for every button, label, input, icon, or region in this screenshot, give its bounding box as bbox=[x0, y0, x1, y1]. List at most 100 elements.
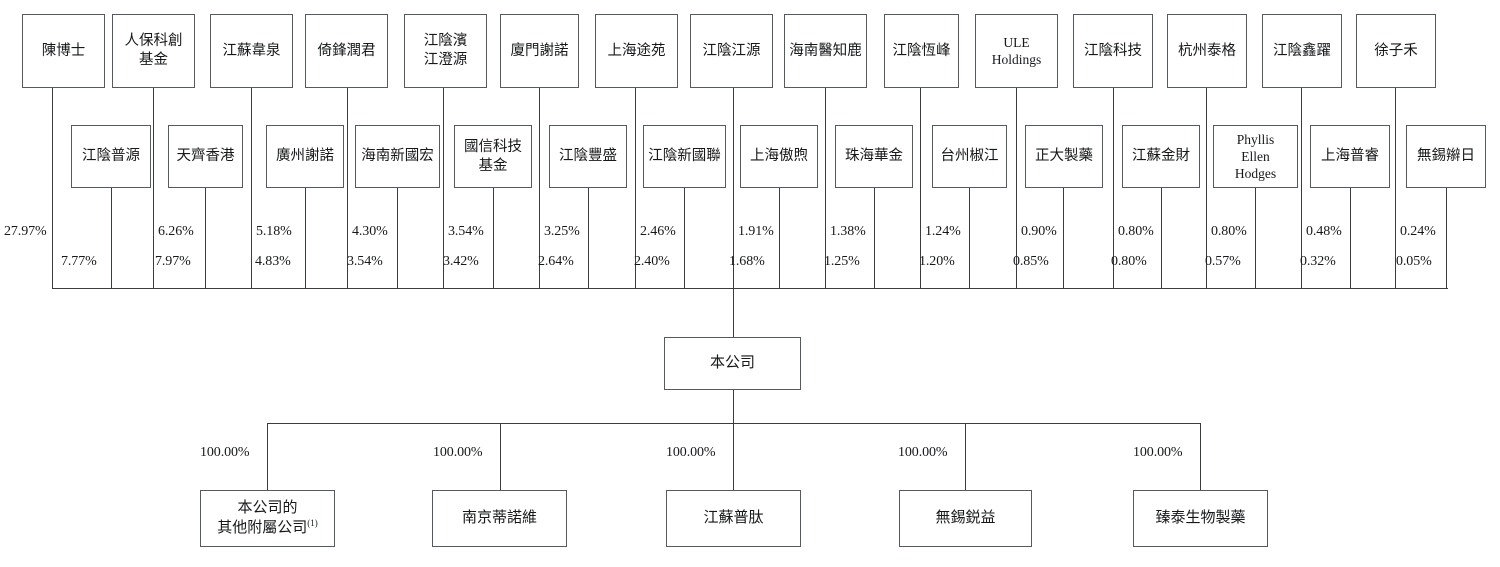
box-label: 臻泰生物製藥 bbox=[1155, 509, 1246, 526]
connector-r2-4 bbox=[493, 188, 495, 288]
shareholder-box-r2-13: 上海普睿 bbox=[1310, 125, 1390, 188]
connector-r2-8 bbox=[874, 188, 876, 288]
box-label: 江陰普源 bbox=[82, 148, 140, 165]
box-label: 珠海華金 bbox=[845, 148, 903, 165]
shareholder-box-r2-2: 廣州謝諾 bbox=[266, 125, 344, 188]
box-label: 本公司的其他附屬公司(1) bbox=[217, 499, 318, 536]
pct-r1-14: 0.24% bbox=[1400, 224, 1436, 239]
box-label: 陳博士 bbox=[41, 42, 86, 59]
shareholder-box-r1-4: 江陰濱江澄源 bbox=[404, 14, 487, 88]
box-label: 杭州泰格 bbox=[1178, 42, 1236, 59]
box-label: 上海途苑 bbox=[607, 42, 666, 59]
shareholder-box-r1-9: 江陰恆峰 bbox=[884, 14, 959, 88]
box-label: 徐子禾 bbox=[1374, 42, 1418, 59]
shareholder-box-r1-3: 倚鋒潤君 bbox=[305, 14, 388, 88]
pct-r1-0: 27.97% bbox=[4, 224, 47, 239]
connector-company-to-bus bbox=[732, 390, 734, 423]
box-label: 上海普睿 bbox=[1321, 148, 1379, 165]
pct-r2-9: 1.20% bbox=[919, 254, 955, 269]
shareholder-box-r2-8: 珠海華金 bbox=[835, 125, 913, 188]
shareholder-box-r1-8: 海南醫知鹿 bbox=[784, 14, 867, 88]
pct-r2-12: 0.57% bbox=[1205, 254, 1241, 269]
pct-sub-2: 100.00% bbox=[666, 445, 716, 460]
shareholder-box-r2-11: 江蘇金財 bbox=[1122, 125, 1200, 188]
box-label: 南京蒂諾維 bbox=[461, 509, 537, 526]
pct-r2-11: 0.80% bbox=[1111, 254, 1147, 269]
connector-sub-0 bbox=[267, 423, 269, 490]
subsidiary-box-2: 江蘇普肽 bbox=[666, 490, 801, 547]
pct-sub-0: 100.00% bbox=[200, 445, 250, 460]
shareholder-box-r2-10: 正大製藥 bbox=[1025, 125, 1103, 188]
connector-r2-2 bbox=[305, 188, 307, 288]
connector-sub-4 bbox=[1200, 423, 1202, 490]
pct-r2-5: 2.64% bbox=[538, 254, 574, 269]
shareholder-box-r2-14: 無錫辮日 bbox=[1406, 125, 1486, 188]
box-label: 天齊香港 bbox=[176, 148, 235, 165]
box-label: 江蘇韋泉 bbox=[222, 42, 281, 59]
pct-r2-10: 0.85% bbox=[1013, 254, 1049, 269]
connector-sub-1 bbox=[500, 423, 502, 490]
connector-r2-11 bbox=[1161, 188, 1163, 288]
connector-r1-0 bbox=[52, 88, 54, 288]
pct-r2-0: 7.77% bbox=[61, 254, 97, 269]
box-label: 海南新國宏 bbox=[361, 148, 434, 165]
box-label: 倚鋒潤君 bbox=[317, 42, 376, 59]
connector-r2-6 bbox=[684, 188, 686, 288]
box-label: 台州椒江 bbox=[940, 148, 999, 165]
connector-r1-14 bbox=[1395, 88, 1397, 288]
connector-r1-6 bbox=[635, 88, 637, 288]
connector-r2-13 bbox=[1350, 188, 1352, 288]
pct-r1-9: 1.24% bbox=[925, 224, 961, 239]
connector-r1-3 bbox=[347, 88, 349, 288]
shareholder-box-r1-7: 江陰江源 bbox=[690, 14, 773, 88]
subsidiary-box-0: 本公司的其他附屬公司(1) bbox=[200, 490, 335, 547]
pct-r2-6: 2.40% bbox=[634, 254, 670, 269]
shareholder-box-r2-6: 江陰新國聯 bbox=[643, 125, 726, 188]
shareholder-box-r1-11: 江陰科技 bbox=[1073, 14, 1153, 88]
box-label: 江陰新國聯 bbox=[648, 148, 721, 165]
box-label: 正大製藥 bbox=[1035, 148, 1093, 165]
pct-r2-13: 0.32% bbox=[1300, 254, 1336, 269]
connector-r1-12 bbox=[1206, 88, 1208, 288]
pct-r2-7: 1.68% bbox=[729, 254, 765, 269]
pct-r1-10: 0.90% bbox=[1021, 224, 1057, 239]
shareholder-box-r2-9: 台州椒江 bbox=[932, 125, 1007, 188]
pct-r1-3: 4.30% bbox=[352, 224, 388, 239]
box-label: 無錫鋭益 bbox=[935, 509, 996, 526]
pct-sub-3: 100.00% bbox=[898, 445, 948, 460]
box-label: 江陰江源 bbox=[702, 42, 761, 59]
pct-r2-4: 3.42% bbox=[443, 254, 479, 269]
shareholder-box-r2-3: 海南新國宏 bbox=[355, 125, 440, 188]
pct-r1-1: 6.26% bbox=[158, 224, 194, 239]
box-label: 本公司 bbox=[709, 354, 755, 371]
shareholder-box-r1-6: 上海途苑 bbox=[595, 14, 678, 88]
connector-r2-3 bbox=[397, 188, 399, 288]
shareholder-box-r2-4: 國信科技基金 bbox=[454, 125, 532, 188]
connector-r2-9 bbox=[969, 188, 971, 288]
box-label: 國信科技基金 bbox=[464, 138, 522, 174]
shareholder-box-r2-5: 江陰豐盛 bbox=[549, 125, 627, 188]
pct-r2-3: 3.54% bbox=[347, 254, 383, 269]
shareholder-box-r1-12: 杭州泰格 bbox=[1167, 14, 1247, 88]
connector-r1-11 bbox=[1113, 88, 1115, 288]
connector-r2-0 bbox=[111, 188, 113, 288]
box-label: 無錫辮日 bbox=[1417, 148, 1475, 165]
pct-r2-2: 4.83% bbox=[255, 254, 291, 269]
connector-r2-10 bbox=[1063, 188, 1065, 288]
subsidiary-box-1: 南京蒂諾維 bbox=[432, 490, 567, 547]
box-label: 江蘇金財 bbox=[1132, 148, 1190, 165]
pct-r1-2: 5.18% bbox=[256, 224, 292, 239]
main-horizontal-bus bbox=[52, 288, 1448, 290]
connector-r1-8 bbox=[825, 88, 827, 288]
pct-r1-5: 3.25% bbox=[544, 224, 580, 239]
connector-r2-7 bbox=[779, 188, 781, 288]
connector-r1-5 bbox=[539, 88, 541, 288]
pct-r2-8: 1.25% bbox=[824, 254, 860, 269]
box-label: 江陰恆峰 bbox=[892, 42, 951, 59]
shareholder-box-r1-1: 人保科創基金 bbox=[112, 14, 195, 88]
